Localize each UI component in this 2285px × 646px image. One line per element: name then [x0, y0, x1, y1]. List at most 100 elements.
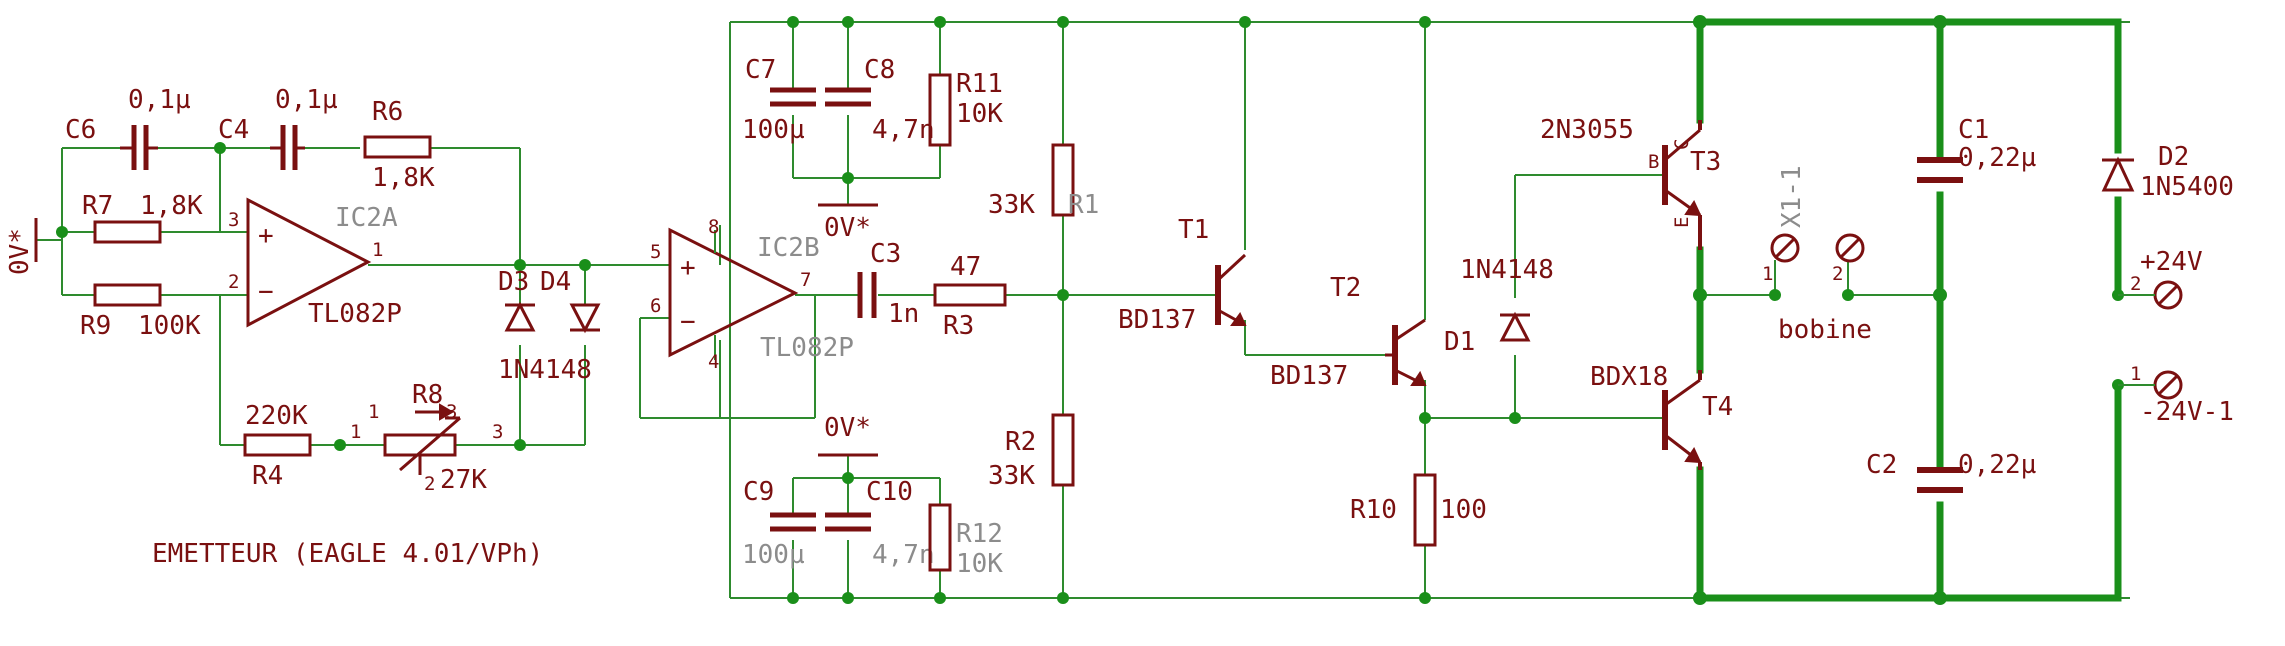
resistor-r10-value: 100	[1440, 495, 1487, 525]
resistor-r9-name: R9	[80, 311, 111, 341]
pin-label: B	[1648, 151, 1659, 173]
resistor-r11-value: 10K	[956, 99, 1003, 129]
svg-text:−: −	[680, 307, 696, 337]
connector-neg: 1 -24V-1	[2118, 363, 2234, 427]
capacitor-c8: C8 4,7n	[825, 55, 935, 145]
resistor-r9: R9 100K	[80, 283, 201, 341]
capacitor-c6-name: C6	[65, 115, 96, 145]
transistor-t2-name: T2	[1330, 273, 1361, 303]
diode-d3: D3	[498, 267, 536, 332]
capacitor-c3-value: 1n	[888, 299, 919, 329]
resistor-r7: R7 1,8K	[82, 191, 203, 244]
capacitor-c2-name: C2	[1866, 450, 1897, 480]
opamp-ic2b-name: IC2B	[757, 233, 820, 263]
opamp-ic2a-name: IC2A	[335, 203, 398, 233]
opamp-ic2b-part: TL082P	[760, 333, 854, 363]
ground-symbol-top: 0V*	[818, 203, 878, 243]
resistor-r2-name: R2	[1005, 427, 1036, 457]
pin-label: 6	[650, 295, 661, 317]
resistor-r1-name: R1	[1068, 190, 1099, 220]
diode-d1: 1N4148 D1	[1444, 255, 1554, 357]
capacitor-c10: C10 4,7n	[825, 477, 935, 570]
resistor-r1: 33K R1	[988, 143, 1099, 220]
transistor-t4-part: BDX18	[1590, 362, 1668, 392]
diode-d3-name: D3	[498, 267, 529, 297]
resistor-r12-value: 10K	[956, 549, 1003, 579]
pin-label: 2	[424, 473, 435, 495]
ground-symbol-bottom: 0V*	[818, 413, 878, 457]
capacitor-c10-name: C10	[866, 477, 913, 507]
capacitor-c1: C1 0,22µ	[1917, 115, 2036, 183]
capacitor-c7: C7 100µ	[742, 55, 816, 145]
capacitor-c9: C9 100µ	[742, 477, 816, 570]
transistor-t2: T2 BD137	[1270, 273, 1427, 391]
pin-label: 1	[368, 401, 379, 423]
capacitor-c3-name: C3	[870, 239, 901, 269]
resistor-r7-name: R7	[82, 191, 113, 221]
pin-label: 2	[1832, 263, 1843, 285]
pin-label: 4	[708, 351, 719, 373]
junction-dots	[56, 15, 2124, 605]
potentiometer-r8-value: 27K	[440, 465, 487, 495]
pin-label: 5	[650, 241, 661, 263]
capacitor-c8-value: 4,7n	[872, 115, 935, 145]
capacitor-c2: C2 0,22µ	[1866, 450, 2036, 493]
pin-label: 1	[350, 421, 361, 443]
resistor-r4-name: R4	[252, 461, 283, 491]
connector-x1-name: X1-1	[1777, 165, 1807, 228]
transistor-t4-name: T4	[1702, 392, 1733, 422]
diode-d1-part: 1N4148	[1460, 255, 1554, 285]
capacitor-c10-value: 4,7n	[872, 540, 935, 570]
schematic-title: EMETTEUR (EAGLE 4.01/VPh)	[152, 539, 543, 569]
capacitor-c1-name: C1	[1958, 115, 1989, 145]
diode-d2-part: 1N5400	[2140, 172, 2234, 202]
diode-d4-name: D4	[540, 267, 571, 297]
capacitor-c6: C6 0,1µ	[65, 85, 191, 170]
capacitor-c4-value: 0,1µ	[275, 85, 338, 115]
resistor-r6-name: R6	[372, 97, 403, 127]
transistor-t3-name: T3	[1690, 147, 1721, 177]
power-bus	[1696, 18, 2122, 602]
resistor-r1-value: 33K	[988, 190, 1035, 220]
resistor-r3-name: R3	[943, 311, 974, 341]
resistor-r6: R6 1,8K	[363, 97, 435, 193]
capacitor-c7-value: 100µ	[742, 115, 805, 145]
pin-label: 2	[228, 271, 239, 293]
capacitor-c4-name: C4	[218, 115, 249, 145]
resistor-r3: 47 R3	[933, 252, 1007, 341]
resistor-r6-value: 1,8K	[372, 163, 435, 193]
transistor-t3: 2N3055 T3 B C E	[1540, 115, 1721, 250]
transistor-t4: BDX18 T4	[1590, 362, 1733, 470]
opamp-ic2b: + − 5 6 7 8 4 IC2B TL082P	[650, 216, 854, 373]
connector-neg-label: -24V-1	[2140, 397, 2234, 427]
capacitor-c6-value: 0,1µ	[128, 85, 191, 115]
ground-label-input: 0V*	[5, 228, 35, 275]
capacitor-c8-name: C8	[864, 55, 895, 85]
capacitor-c9-value: 100µ	[742, 540, 805, 570]
resistor-r4: 220K R4	[243, 401, 312, 491]
diode-d1-name: D1	[1444, 327, 1475, 357]
ground-label-bottom: 0V*	[824, 413, 871, 443]
pin-label: C	[1671, 139, 1693, 150]
resistor-r11-name: R11	[956, 69, 1003, 99]
potentiometer-r8: R8 27K	[383, 380, 487, 495]
pin-label: 1	[372, 239, 383, 261]
resistor-r10-name: R10	[1350, 495, 1397, 525]
transistor-t1: T1 BD137	[1118, 215, 1247, 335]
pin-label: 3	[228, 209, 239, 231]
connector-pos: 2 +24V	[2118, 247, 2203, 310]
pin-label: 7	[800, 269, 811, 291]
resistor-r2: R2 33K	[988, 413, 1075, 491]
pin-label: 2	[2130, 273, 2141, 295]
capacitor-c3: C3 1n	[857, 239, 919, 329]
ground-symbol-input: 0V*	[5, 218, 38, 275]
potentiometer-r8-name: R8	[412, 380, 443, 410]
pin-label: 8	[708, 216, 719, 238]
pin-label: 3	[492, 421, 503, 443]
transistor-t1-name: T1	[1178, 215, 1209, 245]
pin-label: E	[1671, 217, 1693, 228]
svg-text:+: +	[680, 253, 696, 283]
diode-d4: D4 1N4148	[498, 267, 601, 385]
